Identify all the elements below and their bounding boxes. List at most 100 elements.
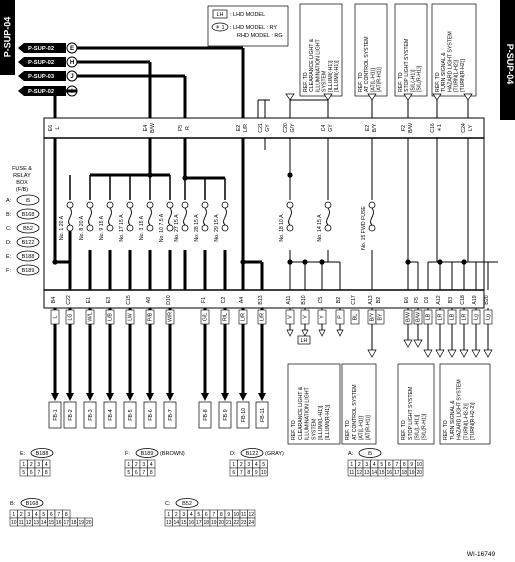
connector-pin-4-0-2: 3	[27, 512, 30, 518]
connector-pin-3-0-3: 4	[373, 462, 376, 468]
fuse-3: No. 17 15 A	[119, 201, 134, 242]
connector-pin-3-1-3: 14	[371, 470, 377, 476]
fuse-7: No. 28 15 A	[194, 201, 209, 242]
connector-pin-5-0-0: 1	[167, 512, 170, 518]
fuse-label-7: No. 28 15 A	[194, 214, 200, 242]
ref-top-2-line-3: [S/L(R-H1)]	[417, 65, 423, 92]
fb-output-9: FB-10	[236, 393, 250, 429]
connector-view-code-4: B168	[26, 501, 39, 507]
connector-pin-5-0-6: 7	[212, 512, 215, 518]
connector-pin-3-1-7: 18	[401, 470, 407, 476]
connector-pin-4-1-10: 20	[86, 520, 92, 526]
fuse-box-connector-code-5: B189	[22, 268, 35, 274]
connector-pin-0-0-3: 4	[45, 462, 48, 468]
connector-pin-2-1-1: 7	[240, 470, 243, 476]
bottom-wire-color-0: L	[53, 315, 59, 318]
figure-id: WI-16749	[467, 551, 496, 558]
fuse-label-6: No. 27 15 A	[174, 214, 180, 242]
connector-pin-1-0-1: 2	[135, 462, 138, 468]
fb-output-label-0: FB-1	[53, 409, 59, 420]
top-pin-7: L/R	[243, 124, 249, 132]
ref-top-3-line-2: HAZARD LIGHT SYSTEM	[447, 31, 453, 92]
fuse-2: No. 9 15 A	[99, 201, 114, 240]
top-pin-1: L	[55, 126, 61, 129]
fuse-box-connector-code-1: B168	[22, 212, 35, 218]
ref-top-1-line-1: AT CONTROL SYSTEM	[364, 36, 370, 92]
bottom-wire-color-23: LR	[462, 313, 468, 320]
page-tab-right-label: P-SUP-04	[505, 44, 515, 85]
legend-star-key: ✳ 1	[215, 24, 224, 31]
ref-bottom-2-line-2: [S/L(L-H1)]	[415, 414, 421, 440]
bottom-pin-25: B20	[484, 295, 490, 304]
connector-pin-0-1-3: 8	[45, 470, 48, 476]
connector-pin-2-0-0: 1	[232, 462, 235, 468]
bottom-wire-color-13: Y	[320, 315, 326, 319]
top-pin-9: GY	[265, 124, 271, 132]
connector-pin-3-0-4: 5	[380, 462, 383, 468]
ref-top-2-line-0: REF. TO	[398, 72, 404, 92]
fb-output-5: FB-6	[143, 393, 157, 429]
connector-pin-5-1-10: 23	[241, 520, 247, 526]
connector-pin-3-1-6: 17	[394, 470, 400, 476]
ref-top-0-line-4: [ILLUMI(-H1)]	[328, 60, 334, 92]
fb-output-label-3: FB-4	[108, 409, 114, 420]
legend-star-line1: : LHD MODEL : RY	[230, 25, 277, 31]
bottom-pin-14: B2	[336, 297, 342, 303]
ref-top-0-line-1: CLEARANCE LIGHT &	[309, 38, 315, 92]
ref-top-3-line-1: TURN SIGNAL &	[441, 52, 447, 92]
bottom-pin-7: F1	[201, 297, 207, 303]
fuse-label-1: No. 8 20 A	[79, 215, 85, 240]
ref-top-1-line-3: [AT(R-H1)]	[377, 67, 383, 92]
fb-output-8: FB-9	[218, 393, 232, 429]
source-tab-label-3: P-SUP-02	[28, 89, 54, 95]
bottom-pin-22: B3	[448, 297, 454, 303]
bottom-wire-color-7: G/L	[203, 313, 209, 321]
fuse-6: No. 27 15 A	[174, 201, 189, 242]
fuse-box-label-3: (F/B)	[16, 187, 28, 193]
reference-boxes: REF. TO CLEARANCE LIGHT &ILLUMINATION LIG…	[285, 3, 493, 445]
connector-pin-4-1-0: 10	[11, 520, 17, 526]
bottom-wire-color-17: BY	[378, 313, 384, 320]
connector-pin-2-0-1: 2	[240, 462, 243, 468]
ref-top-0-line-2: ILLUMINATION LIGHT	[315, 39, 321, 92]
fuse-label-3: No. 17 15 A	[119, 214, 125, 242]
bottom-pin-19: F5	[414, 297, 420, 303]
connector-pin-3-0-9: 10	[416, 462, 422, 468]
bottom-pin-23: C18	[460, 295, 466, 305]
fuse-box-connector-5: F:B189	[6, 264, 40, 276]
fb-output-label-1: FB-2	[68, 409, 74, 420]
top-pin-17: B/W	[408, 123, 414, 133]
connector-pin-5-0-5: 6	[205, 512, 208, 518]
connector-pin-4-1-2: 12	[26, 520, 32, 526]
connector-view-code-5: B52	[182, 501, 192, 507]
connector-pin-5-0-8: 9	[227, 512, 230, 518]
connector-pin-4-1-1: 11	[19, 520, 24, 526]
ref-bottom-1-line-0: REF. TO	[345, 420, 351, 440]
connector-view-suffix-2: (GRAY)	[265, 451, 284, 457]
connector-pin-4-0-7: 8	[65, 512, 68, 518]
ref-bottom-1-line-1: AT CONTROL SYSTEM	[352, 384, 358, 440]
fuse-9: No. 18 10 A	[279, 201, 294, 242]
page-tab-right: P-SUP-04	[500, 0, 515, 120]
bottom-wire-color-24: Lg	[474, 314, 480, 320]
connector-pin-5-1-5: 18	[203, 520, 209, 526]
bottom-wire-color-11: V	[288, 315, 294, 319]
bottom-pin-9: A4	[239, 297, 245, 303]
ref-bottom-3-line-1: TURN SIGNAL &	[450, 400, 456, 440]
top-pin-0: E6	[48, 125, 54, 131]
bottom-pin-12: B10	[301, 295, 307, 304]
connector-view-code-2: B122	[246, 451, 259, 457]
bottom-wire-color-2: W/L	[88, 312, 94, 321]
bottom-pin-1: C22	[66, 295, 72, 305]
connector-pin-4-1-6: 16	[56, 520, 62, 526]
connector-pin-4-0-1: 2	[20, 512, 23, 518]
connector-pin-4-0-4: 5	[42, 512, 45, 518]
